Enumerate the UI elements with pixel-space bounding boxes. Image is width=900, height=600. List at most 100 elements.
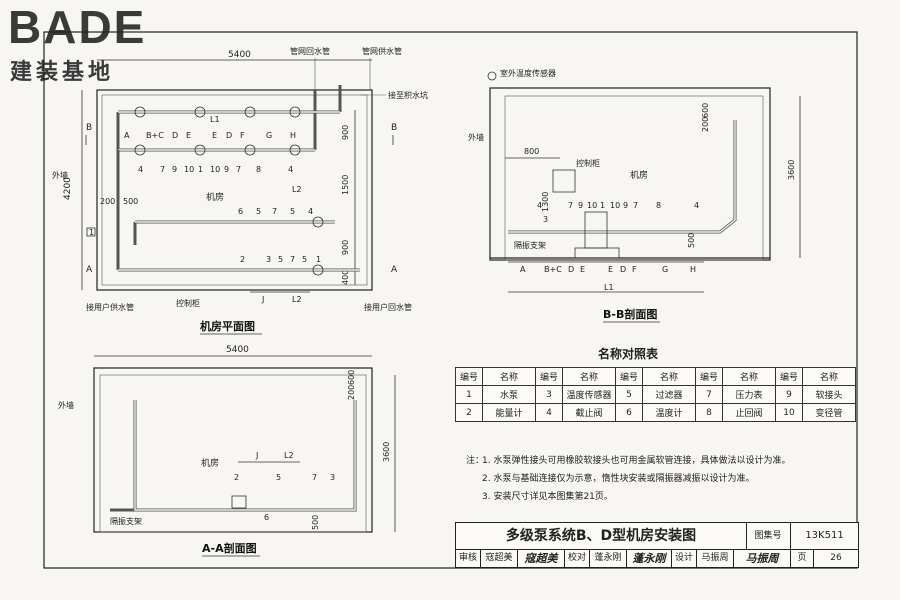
pump-circle <box>289 106 301 118</box>
plan-number: 4 <box>138 165 143 174</box>
plan-supply-main: 管网供水管 <box>362 46 402 56</box>
plan-number: 8 <box>256 165 261 174</box>
plan-label-l1: L1 <box>210 115 220 124</box>
page-value: 26 <box>830 553 842 563</box>
legend-cell-no: 9 <box>775 385 803 404</box>
legend-cell-name: 能量计 <box>482 403 536 422</box>
legend-header-name: 名称 <box>722 367 776 386</box>
plan-number-bottom: 5 <box>302 255 307 264</box>
bb-number: 9 <box>578 201 583 210</box>
check-label: 校对 <box>565 550 590 567</box>
plan-lower-pipes-inner <box>118 221 360 271</box>
legend-cell-no: 5 <box>615 385 643 404</box>
plan-number-lower: 6 <box>238 207 243 216</box>
plan-upper-pipes-inner <box>118 111 340 151</box>
legend-table: 编号 名称 编号 名称 编号 名称 编号 名称 编号 名称 1 水泵 3 温度传… <box>455 367 856 422</box>
plan-number: 10 <box>184 165 194 174</box>
plan-number-lower: 5 <box>256 207 261 216</box>
pump-circle <box>289 144 301 156</box>
review-name: 寇超美 <box>481 550 518 567</box>
bb-letter: H <box>690 265 696 274</box>
pump-circle <box>194 144 206 156</box>
legend-cell-name: 水泵 <box>482 385 536 404</box>
notes-head: 注： <box>466 456 485 466</box>
legend-header-name: 名称 <box>562 367 616 386</box>
bb-dim-200: 200 <box>701 117 710 132</box>
plan-dim-900b: 900 <box>341 240 350 255</box>
bb-pump-base <box>574 247 620 259</box>
plan-number: 7 <box>236 165 241 174</box>
legend-cell-no: 1 <box>455 385 483 404</box>
plan-number-bottom: 1 <box>316 255 321 264</box>
plan-dim-500: 500 <box>123 197 138 206</box>
legend-header-name: 名称 <box>482 367 536 386</box>
bb-letter: E <box>580 265 585 274</box>
plan-dim-1500: 1500 <box>341 175 350 195</box>
plan-number: 4 <box>288 165 293 174</box>
plan-dim-400: 400 <box>341 270 350 285</box>
legend-cell-name: 截止阀 <box>562 403 616 422</box>
bb-dim-600: 600 <box>701 103 710 118</box>
plan-return-main: 管网回水管 <box>290 46 330 56</box>
aa-room-inner <box>99 374 367 533</box>
bb-label-l1: L1 <box>604 283 614 292</box>
plan-view: 5400 4200 900 1500 900 400 B B A A <box>52 46 428 335</box>
legend-cell-name: 温度计 <box>642 403 696 422</box>
check-signature: 蓬永刚 <box>627 550 672 567</box>
review-signature: 寇超美 <box>518 550 565 567</box>
pump-circle <box>134 144 146 156</box>
legend-row: 2 能量计 4 截止阀 6 温度计 8 止回阀 10 变径管 <box>455 403 856 422</box>
plan-pump-circles <box>134 106 324 276</box>
legend-header-name: 名称 <box>802 367 856 386</box>
bb-vib-support: 隔振支架 <box>514 240 546 250</box>
legend-cell-no: 8 <box>695 403 723 422</box>
bb-number: 4 <box>694 201 699 210</box>
plan-label-l2b: L2 <box>292 295 302 304</box>
check-name: 蓬永刚 <box>590 550 627 567</box>
atlas-value: 13K511 <box>791 523 858 550</box>
legend-cell-no: 7 <box>695 385 723 404</box>
design-label: 设计 <box>672 550 697 567</box>
plan-letter: F <box>240 131 245 140</box>
bb-control-cabinet: 控制柜 <box>576 158 600 168</box>
aa-dim-width: 5400 <box>226 345 249 355</box>
bb-letter: A <box>520 265 526 274</box>
notes: 注： 1. 水泵弹性接头可用橡胶软接头也可用金属软管连接，具体做法以设计为准。 … <box>466 452 790 506</box>
bb-control-cabinet-box <box>552 169 576 193</box>
plan-label-j: J <box>261 295 264 304</box>
legend-cell-no: 10 <box>775 403 803 422</box>
bb-room-inner <box>504 95 764 261</box>
bb-letter: E <box>608 265 613 274</box>
bb-number: 9 <box>623 201 628 210</box>
plan-letter: G <box>266 131 272 140</box>
bb-dim-500: 500 <box>687 233 696 248</box>
plan-letter: H <box>290 131 296 140</box>
section-aa: 5400 外墙 机房 600 200 3600 500 隔振支架 J L2 2 … <box>58 345 396 557</box>
bb-pipe-main-inner <box>508 120 736 233</box>
legend-cell-name: 软接头 <box>802 385 856 404</box>
plan-section-a-left: A <box>86 265 93 275</box>
plan-section-a-right: A <box>391 265 398 275</box>
legend-header-name: 名称 <box>642 367 696 386</box>
plan-number-lower: 7 <box>272 207 277 216</box>
bb-dim-800: 800 <box>524 147 539 156</box>
design-name: 马振周 <box>697 550 734 567</box>
plan-number: 1 <box>198 165 203 174</box>
bb-letter: D <box>620 265 626 274</box>
aa-dim-3600: 3600 <box>382 442 391 462</box>
legend-cell-name: 压力表 <box>722 385 776 404</box>
logo-latin: BADE <box>8 1 147 53</box>
legend-cell-no: 6 <box>615 403 643 422</box>
bb-sensor-icon <box>487 71 497 81</box>
plan-title: 机房平面图 <box>200 319 255 333</box>
legend-header-no: 编号 <box>695 367 723 386</box>
plan-number: 9 <box>172 165 177 174</box>
plan-number: 10 <box>210 165 220 174</box>
bb-number: 7 <box>568 201 573 210</box>
plan-user-return: 接用户回水管 <box>364 302 412 312</box>
bb-sensor: 室外温度传感器 <box>500 68 556 78</box>
aa-outer-wall: 外墙 <box>58 400 74 410</box>
plan-number-lower: 5 <box>290 207 295 216</box>
legend-cell-no: 2 <box>455 403 483 422</box>
